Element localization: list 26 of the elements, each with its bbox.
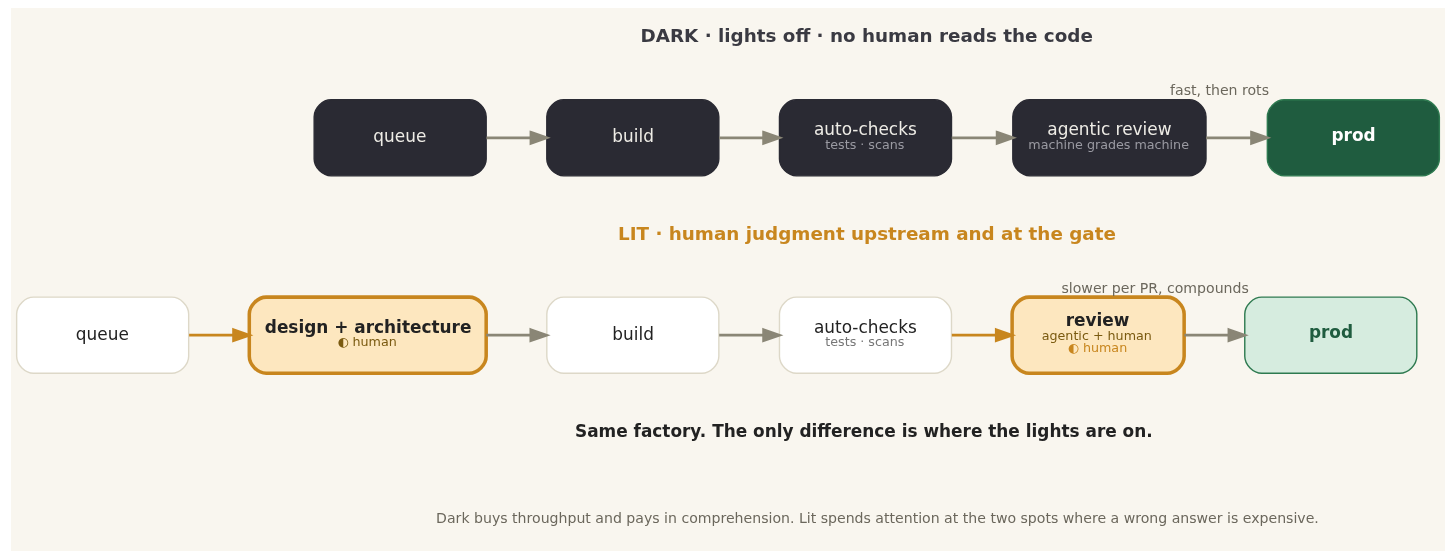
node-box: prod [1244, 296, 1418, 374]
label: Dark buys throughput and pays in comprehension. Lit spends attention at the two spots where a wrong answer is expensive. [436, 510, 1319, 527]
node-box: auto-checks tests · scans [778, 99, 953, 177]
arrow [189, 327, 254, 343]
label: LIT · human judgment upstream and at the gate [618, 222, 1116, 244]
arrow [951, 327, 1017, 343]
arrow [486, 327, 551, 343]
node-box: queue [313, 99, 487, 177]
node-box: build [546, 99, 720, 177]
node-box: review agentic + human ◐ human [1010, 295, 1186, 376]
node-box: build [546, 296, 720, 374]
node-box: auto-checks tests · scans [778, 296, 953, 374]
arrow [951, 130, 1017, 146]
arrow [719, 327, 784, 343]
node-box: queue [15, 296, 190, 374]
arrow [719, 130, 784, 146]
arrow [1184, 327, 1249, 343]
node-box: agentic review machine grades machine [1012, 99, 1207, 177]
label: Same factory. The only difference is where the lights are on. [575, 420, 1153, 441]
node-label: slower per PR, compounds [1061, 279, 1249, 296]
node-box: prod [1266, 99, 1441, 177]
node-label: fast, then rots [1170, 82, 1269, 99]
arrow [486, 130, 551, 146]
arrow [1206, 130, 1272, 146]
label: DARK · lights off · no human reads the code [640, 25, 1093, 47]
node-box: design + architecture ◐ human [247, 295, 488, 376]
